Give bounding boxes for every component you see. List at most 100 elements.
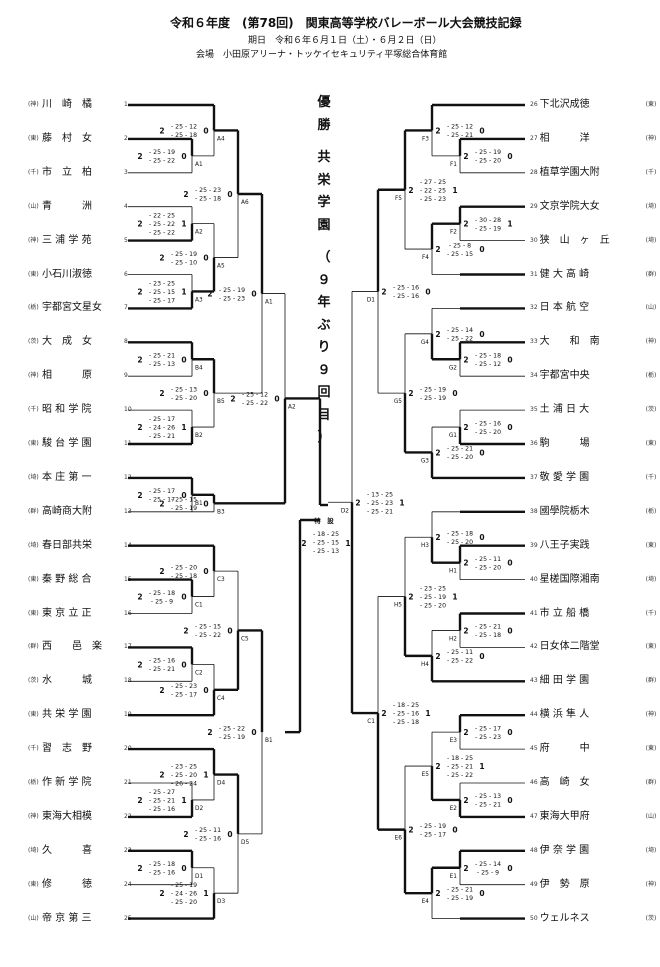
sets-won: 2 xyxy=(463,626,468,635)
prefecture-code: (千) xyxy=(645,168,657,176)
set-score: - 25 - 21 xyxy=(149,353,175,360)
prefecture-code: (埼) xyxy=(28,846,39,854)
set-score: - 25 - 20 xyxy=(475,158,501,165)
sets-won: 2 xyxy=(435,245,440,254)
set-score: - 25 - 14 xyxy=(475,861,501,868)
set-score: - 25 - 23 xyxy=(420,196,446,203)
draw-number: 41 xyxy=(530,609,538,617)
draw-number: 25 xyxy=(124,914,132,922)
draw-number: 14 xyxy=(124,541,132,549)
set-score: - 25 - 20 xyxy=(171,564,197,571)
set-score: - 25 - 17 xyxy=(149,297,175,304)
team-name: 八王子実践 xyxy=(539,539,590,551)
draw-number: 3 xyxy=(124,168,128,176)
prefecture-code: (栃) xyxy=(645,507,657,515)
set-score: - 25 - 23 xyxy=(475,734,501,741)
sets-lost: 0 xyxy=(507,864,512,873)
prefecture-code: (埼) xyxy=(28,541,39,549)
set-score: - 18 - 25 xyxy=(393,702,419,709)
set-score: - 25 - 9 xyxy=(477,870,499,877)
team-name: 横 浜 隼 人 xyxy=(539,709,590,721)
set-score: - 25 - 22 xyxy=(149,221,175,228)
set-score: - 25 - 17 xyxy=(149,497,175,504)
match-code: D1 xyxy=(367,297,375,303)
set-score: - 25 - 19 xyxy=(420,386,446,393)
sets-lost: 0 xyxy=(479,126,484,135)
match-code: C3 xyxy=(217,577,225,583)
set-score: - 25 - 19 xyxy=(420,823,446,830)
prefecture-code: (群) xyxy=(645,677,657,685)
draw-number: 11 xyxy=(124,440,132,447)
set-score: - 23 - 25 xyxy=(149,280,175,287)
set-score: - 25 - 16 xyxy=(149,658,175,665)
sets-won: 2 xyxy=(137,152,142,161)
prefecture-code: (千) xyxy=(28,168,39,176)
champion-char xyxy=(309,137,339,147)
set-score: - 25 - 10 xyxy=(171,259,197,266)
sets-lost: 0 xyxy=(479,652,484,661)
set-score: - 25 - 15 xyxy=(447,251,473,258)
team-name: 日 本 航 空 xyxy=(539,302,590,314)
set-score: - 25 - 8 xyxy=(449,242,471,249)
sets-won: 2 xyxy=(137,423,142,432)
set-score: - 25 - 15 xyxy=(171,497,197,504)
draw-number: 19 xyxy=(124,711,132,719)
set-score: - 25 - 16 xyxy=(393,285,419,292)
sets-won: 2 xyxy=(463,728,468,737)
sets-won: 2 xyxy=(408,826,413,835)
set-score: - 25 - 19 xyxy=(447,895,473,902)
match-code: H5 xyxy=(394,603,402,609)
set-score: - 25 - 19 xyxy=(475,149,501,156)
set-score: - 25 - 14 xyxy=(447,327,473,334)
team-name: 本 庄 第 一 xyxy=(42,471,92,483)
champion-char: ９ xyxy=(317,272,331,288)
set-score: - 25 - 19 xyxy=(171,505,197,512)
team-name: 伊 勢 原 xyxy=(539,878,590,890)
sets-won: 2 xyxy=(159,686,164,695)
match-code: C1 xyxy=(367,719,375,725)
set-score: - 25 - 19 xyxy=(420,395,446,402)
prefecture-code: (神) xyxy=(28,812,39,820)
set-score: - 25 - 17 xyxy=(475,725,501,732)
sets-won: 2 xyxy=(435,330,440,339)
sets-lost: 0 xyxy=(203,499,208,508)
sets-lost: 0 xyxy=(227,830,232,839)
prefecture-code: (埼) xyxy=(645,846,657,854)
champion-char: ） xyxy=(317,430,331,445)
set-score: - 25 - 11 xyxy=(475,556,501,563)
set-score: - 25 - 17 xyxy=(171,692,197,699)
match-code: A6 xyxy=(241,200,249,206)
draw-number: 17 xyxy=(124,643,132,651)
set-score: - 25 - 16 xyxy=(149,870,175,877)
prefecture-code: (神) xyxy=(645,880,657,888)
draw-number: 7 xyxy=(124,304,128,312)
team-name: 文京学院大女 xyxy=(539,200,600,212)
set-score: - 25 - 13 xyxy=(475,793,501,800)
set-score: - 25 - 21 xyxy=(367,508,393,515)
prefecture-code: (埼) xyxy=(645,202,657,210)
set-score: - 25 - 16 xyxy=(475,420,501,427)
sets-won: 2 xyxy=(159,254,164,263)
prefecture-code: (東) xyxy=(28,609,39,617)
team-name: 相 洋 xyxy=(539,132,590,144)
match-code: D1 xyxy=(195,874,203,880)
set-score: - 25 - 19 xyxy=(219,287,245,294)
sets-won: 2 xyxy=(137,220,142,229)
team-name: 小石川淑徳 xyxy=(42,268,92,280)
sets-won: 2 xyxy=(137,660,142,669)
team-name: 水 城 xyxy=(42,675,92,687)
team-name: 久 喜 xyxy=(42,844,92,856)
team-name: 宇都宮中央 xyxy=(539,370,590,382)
sets-won: 2 xyxy=(207,290,212,299)
prefecture-code: (神) xyxy=(28,101,39,108)
sets-lost: 0 xyxy=(181,593,186,602)
match-code: H3 xyxy=(421,543,429,549)
